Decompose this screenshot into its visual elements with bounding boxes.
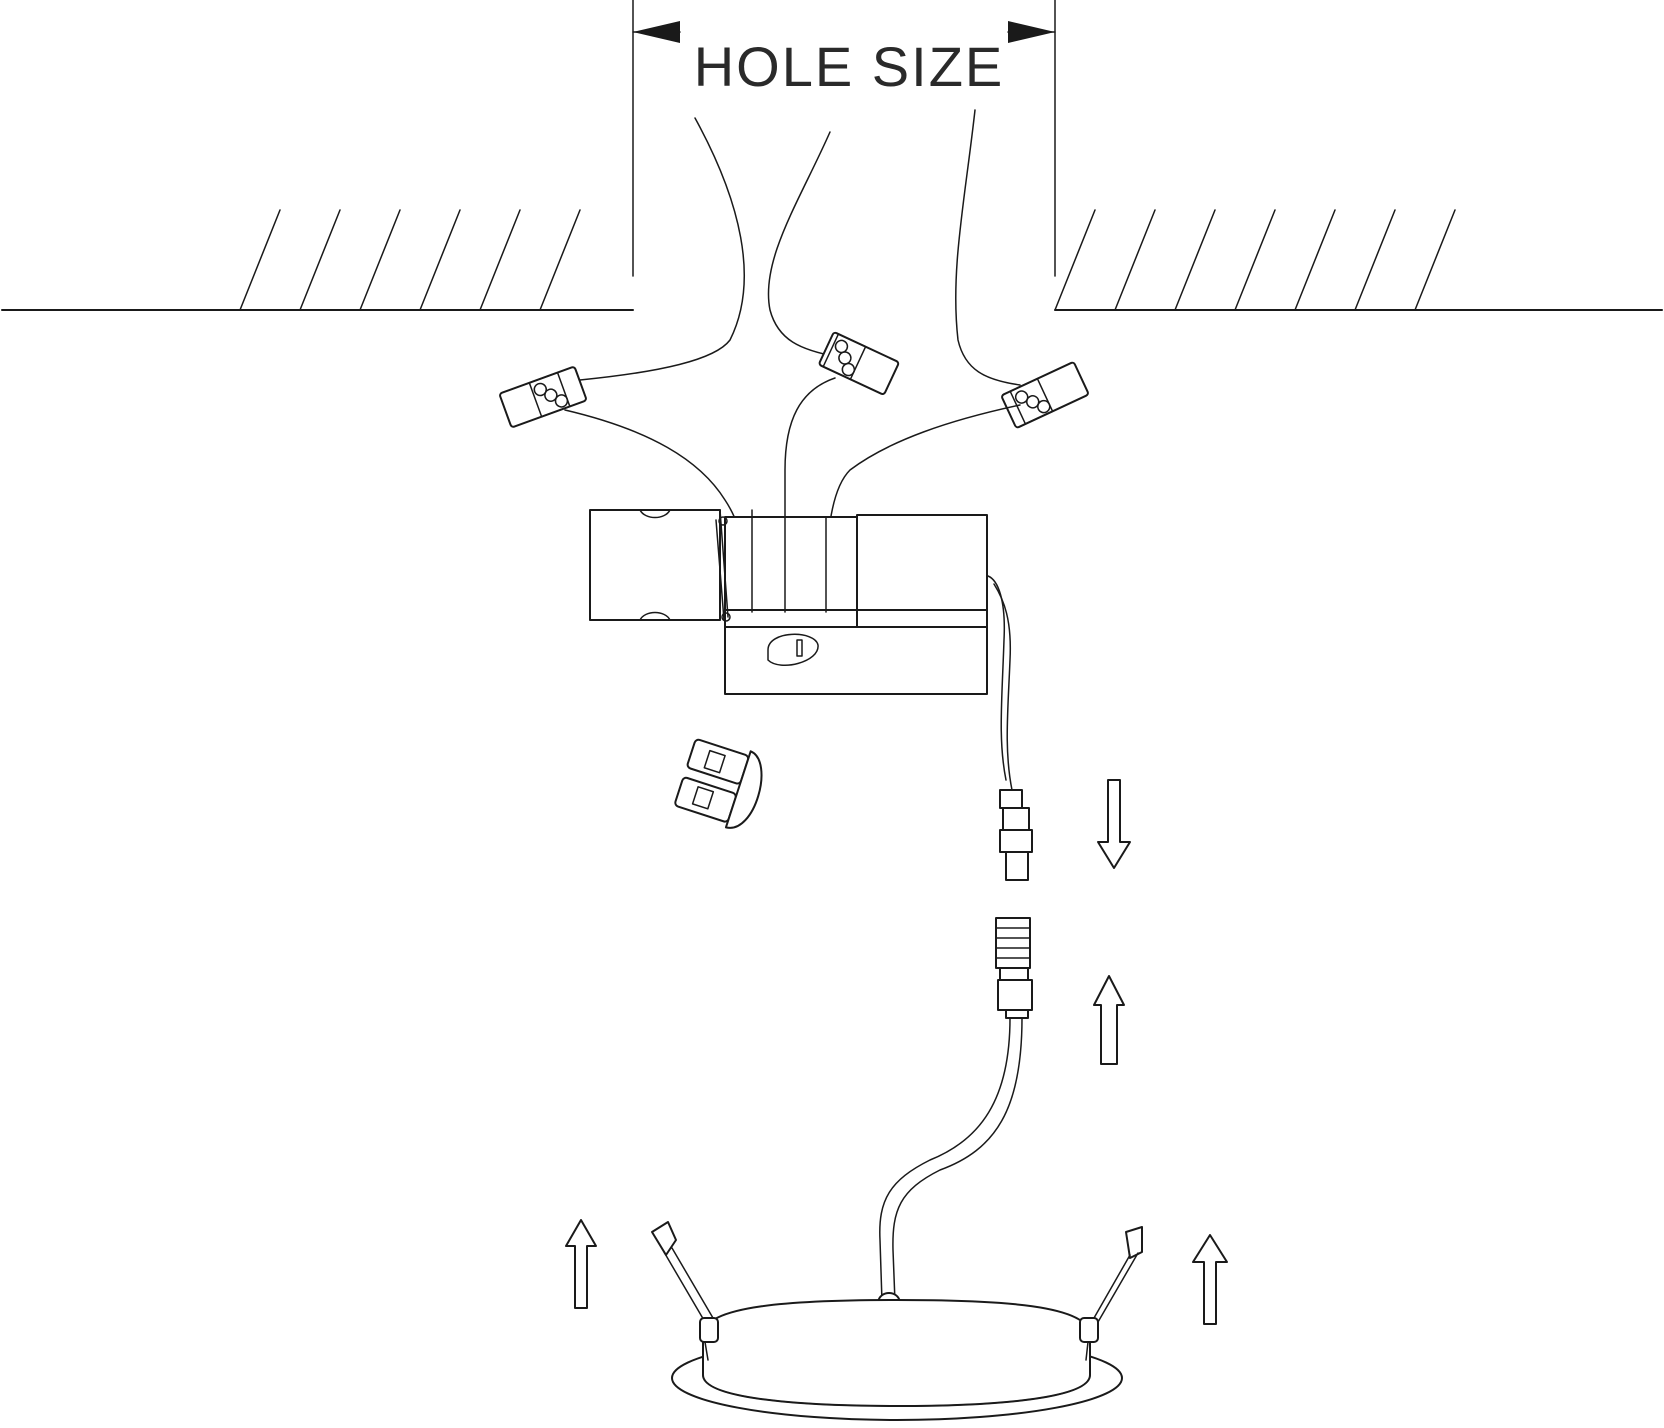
hole-size-dimension: HOLE SIZE — [632, 0, 1056, 277]
strain-relief-bushing — [674, 738, 763, 829]
spring-clip-right — [1079, 1226, 1143, 1361]
arrow-up-icon — [1192, 1234, 1228, 1325]
direction-arrows — [565, 779, 1228, 1325]
junction-box — [589, 509, 1013, 791]
fixture-cable — [877, 1017, 1023, 1303]
lower-socket — [995, 917, 1033, 1019]
ceiling-left — [1, 209, 634, 311]
wire-connector-right — [1001, 361, 1089, 429]
arrow-up-icon — [565, 1219, 597, 1309]
upper-plug — [999, 789, 1033, 881]
supply-wires — [579, 109, 1021, 386]
arrow-down-icon — [1097, 779, 1131, 869]
hole-size-label: HOLE SIZE — [694, 35, 1005, 98]
downlight-fixture — [671, 1299, 1123, 1421]
spring-clip-left — [651, 1221, 719, 1361]
wire-connector-left — [499, 366, 587, 428]
arrow-up-icon — [1093, 975, 1125, 1065]
wire-connector-middle — [818, 331, 900, 395]
arrow-left-icon — [633, 21, 680, 43]
ceiling-right — [1054, 209, 1663, 311]
arrow-right-icon — [1008, 21, 1055, 43]
